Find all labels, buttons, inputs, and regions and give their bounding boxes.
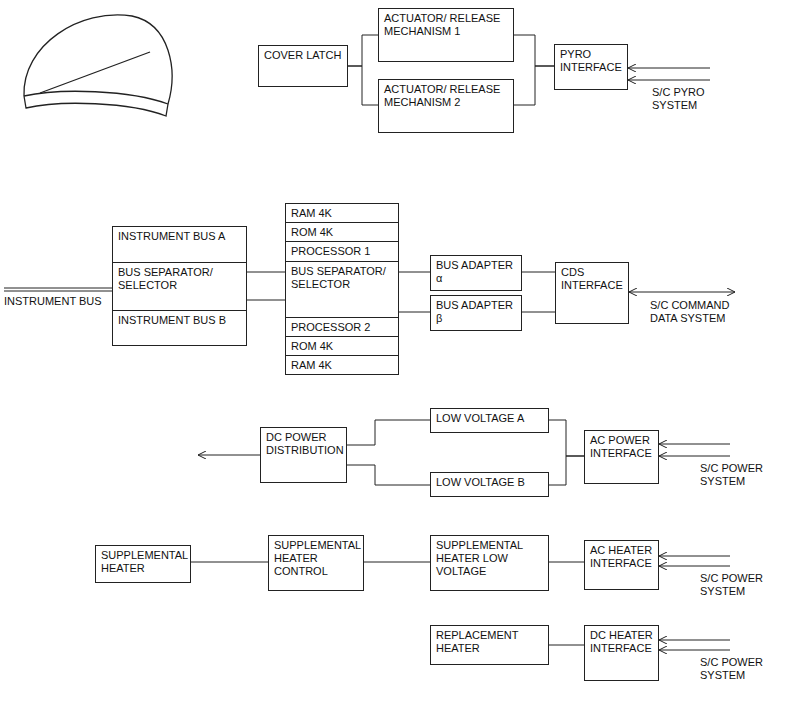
box-label: PROCESSOR 1 [291,245,393,258]
pyro-signal-line [628,80,710,81]
box-label: AC POWER INTERFACE [590,434,653,460]
distribution-box: DC POWER DISTRIBUTION [260,427,347,483]
power-box: LOW VOLTAGE A [430,408,549,433]
power-box: SUPPLEMENTAL HEATER LOW VOLTAGE [430,535,549,591]
control-box: SUPPLEMENTAL HEATER CONTROL [268,535,364,591]
cover-illustration [24,15,172,116]
connector [348,66,378,105]
interface-box: CDS INTERFACE [555,262,629,324]
box-label: LOW VOLTAGE B [436,476,543,489]
system-label: S/C PYRO SYSTEM [652,86,714,112]
interface-box: AC POWER INTERFACE [584,430,659,484]
command-data-line [629,292,735,293]
connector [514,66,554,105]
box-label: AC HEATER INTERFACE [590,544,653,570]
connector [549,645,584,646]
box-label: ACTUATOR/ RELEASE MECHANISM 2 [384,83,508,109]
instrument-bus-line [4,291,112,292]
box-label: BUS SEPARATOR/ SELECTOR [118,266,241,292]
connector [399,312,430,313]
instrument-bus-line [4,288,112,289]
connector [364,562,430,563]
box-label: DC HEATER INTERFACE [590,629,653,655]
processor-box: PROCESSOR 1 [285,241,399,262]
bus-box: INSTRUMENT BUS A [112,226,247,263]
box-label: BUS ADAPTER β [436,299,516,325]
selector-box: BUS SEPARATOR/ SELECTOR [285,261,399,318]
power-line [659,556,730,557]
box-label: SUPPLEMENTAL HEATER CONTROL [274,539,358,579]
connector [522,272,555,273]
connector [191,562,268,563]
power-line [659,640,730,641]
heater-box: REPLACEMENT HEATER [430,625,549,665]
box-label: SUPPLEMENTAL HEATER LOW VOLTAGE [436,539,543,579]
connector [247,272,285,273]
selector-box: BUS SEPARATOR/ SELECTOR [112,262,247,311]
connector [549,456,584,485]
box-label: ROM 4K [291,226,393,239]
actuator-box: ACTUATOR/ RELEASE MECHANISM 1 [378,8,514,62]
power-line [659,566,730,567]
box-label: INSTRUMENT BUS A [118,230,241,243]
pyro-signal-line [628,68,710,69]
cover-rim [24,96,168,116]
connector [347,465,430,485]
power-line [659,456,730,457]
system-label: S/C POWER SYSTEM [700,462,790,488]
box-label: COVER LATCH [264,49,342,62]
latch-box: COVER LATCH [258,45,348,87]
box-label: REPLACEMENT HEATER [436,629,543,655]
box-label: ROM 4K [291,340,393,353]
connector [514,35,554,66]
actuator-box: ACTUATOR/ RELEASE MECHANISM 2 [378,79,514,133]
cover-rim-top [24,91,168,104]
connector [549,562,584,563]
interface-box: PYRO INTERFACE [554,44,628,90]
box-label: LOW VOLTAGE A [436,412,543,425]
box-label: DC POWER DISTRIBUTION [266,431,341,457]
connector [347,420,430,445]
power-box: LOW VOLTAGE B [430,472,549,497]
memory-box: ROM 4K [285,336,399,356]
memory-box: RAM 4K [285,355,399,375]
box-label: ACTUATOR/ RELEASE MECHANISM 1 [384,12,508,38]
power-line [659,650,730,651]
bus-label: INSTRUMENT BUS [4,295,108,308]
adapter-box: BUS ADAPTER β [430,295,522,331]
connector [247,300,285,301]
system-label: S/C COMMAND DATA SYSTEM [650,299,730,325]
cover-edge [40,52,150,93]
box-label: PROCESSOR 2 [291,321,393,334]
box-label: INSTRUMENT BUS B [118,314,241,327]
system-label: S/C POWER SYSTEM [700,572,790,598]
heater-box: SUPPLEMENTAL HEATER [95,545,191,583]
box-label: BUS SEPARATOR/ SELECTOR [291,265,393,291]
cover-dome [24,15,172,104]
bus-box: INSTRUMENT BUS B [112,310,247,346]
processor-box: PROCESSOR 2 [285,317,399,337]
connector [348,35,378,66]
memory-box: ROM 4K [285,222,399,242]
connector [522,312,555,313]
interface-box: DC HEATER INTERFACE [584,625,659,681]
box-label: BUS ADAPTER α [436,259,516,285]
system-label: S/C POWER SYSTEM [700,656,790,682]
dc-output-arrow [198,455,260,456]
box-label: RAM 4K [291,207,393,220]
adapter-box: BUS ADAPTER α [430,255,522,291]
interface-box: AC HEATER INTERFACE [584,540,659,590]
box-label: CDS INTERFACE [561,266,623,292]
box-label: PYRO INTERFACE [560,48,622,74]
power-line [659,444,730,445]
connector [399,272,430,273]
box-label: RAM 4K [291,359,393,372]
memory-box: RAM 4K [285,203,399,223]
connector [549,420,584,456]
box-label: SUPPLEMENTAL HEATER [101,549,185,575]
